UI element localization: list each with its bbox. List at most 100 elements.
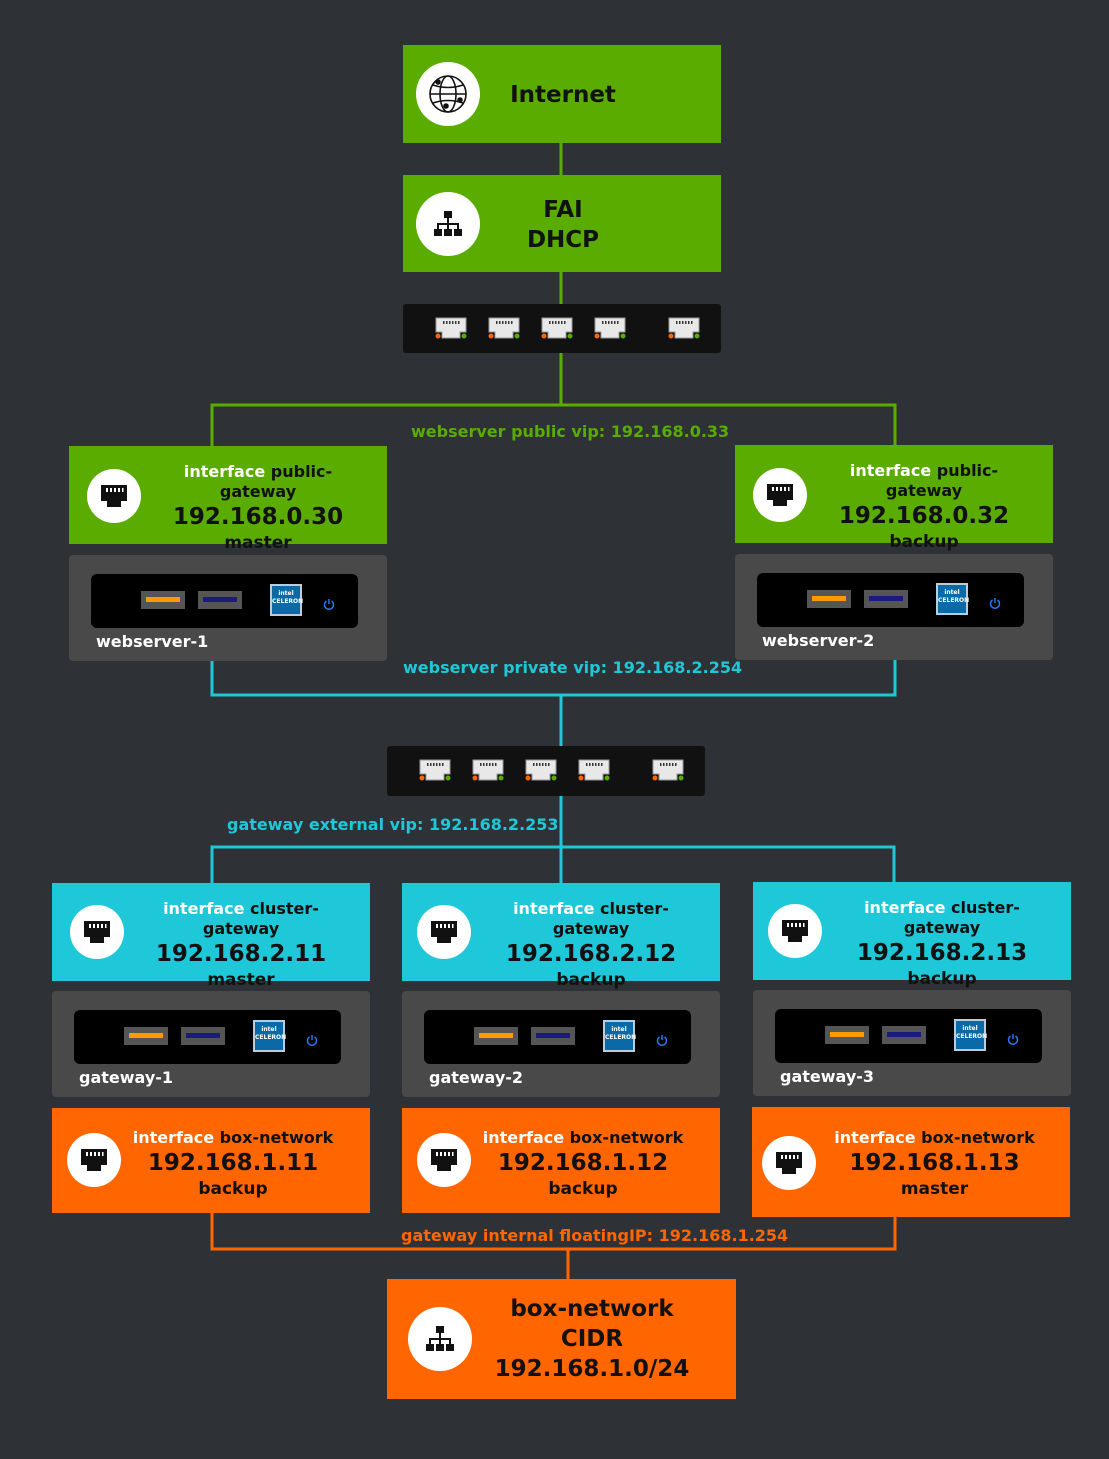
server-front-panel: intel CELERON: [424, 1010, 691, 1064]
ethernet-port-icon: [753, 468, 807, 522]
box-network-node: box-network CIDR 192.168.1.0/24: [387, 1279, 736, 1399]
interface-info: interface box-network 192.168.1.12 backu…: [482, 1128, 684, 1200]
fai-dhcp-node: FAI DHCP: [403, 175, 721, 272]
interface-role: master: [224, 533, 292, 553]
gateway-2-cluster-interface: interface cluster-gateway 192.168.2.12 b…: [402, 883, 720, 990]
network-switch-top: [403, 304, 721, 353]
interface-name: cluster-gateway: [202, 899, 319, 938]
interface-info: interface cluster-gateway 192.168.2.11 m…: [132, 899, 350, 991]
interface-ip: 192.168.2.12: [505, 941, 677, 967]
ethernet-port-icon: [488, 317, 520, 339]
interface-ip: 192.168.1.11: [147, 1150, 319, 1176]
interface-info: interface box-network 192.168.1.13 maste…: [832, 1128, 1037, 1200]
interface-role: master: [900, 1179, 969, 1199]
network-tree-icon: [416, 192, 480, 256]
interface-name: box-network: [219, 1128, 334, 1147]
interface-ip: 192.168.0.32: [838, 503, 1010, 529]
usb-port-blue: [181, 1027, 225, 1045]
gateway-1-box-interface: interface box-network 192.168.1.11 backu…: [52, 1108, 370, 1213]
power-icon: [989, 594, 1001, 609]
intel-celeron-icon: intel CELERON: [936, 583, 969, 615]
globe-icon: [416, 62, 480, 126]
usb-port-orange: [474, 1027, 518, 1045]
internet-label: Internet: [510, 82, 616, 108]
server-front-panel: intel CELERON: [91, 574, 358, 628]
power-icon: [1007, 1030, 1019, 1045]
interface-ip: 192.168.1.12: [497, 1150, 669, 1176]
interface-keyword: interface: [834, 1128, 916, 1147]
network-switch-middle: [387, 746, 705, 796]
fai-line1: FAI: [543, 197, 583, 223]
interface-name: public-gateway: [885, 461, 999, 500]
interface-ip: 192.168.2.13: [856, 940, 1028, 966]
ethernet-port-icon: [768, 904, 822, 958]
interface-keyword: interface: [849, 461, 932, 480]
interface-info: interface public-gateway 192.168.0.30 ma…: [149, 462, 367, 554]
power-icon: [306, 1031, 318, 1046]
ethernet-port-icon: [578, 759, 610, 781]
interface-name: cluster-gateway: [903, 898, 1020, 937]
interface-name: box-network: [921, 1128, 1035, 1147]
interface-ip: 192.168.2.11: [155, 941, 327, 967]
gateway-2-box-interface: interface box-network 192.168.1.12 backu…: [402, 1108, 720, 1213]
internet-node: Internet: [403, 45, 721, 143]
ethernet-port-icon: [70, 905, 124, 959]
interface-info: interface cluster-gateway 192.168.2.13 b…: [833, 898, 1051, 990]
server-name: webserver-1: [96, 632, 209, 651]
ethernet-port-icon: [472, 759, 504, 781]
interface-ip: 192.168.1.13: [849, 1150, 1020, 1176]
server-front-panel: intel CELERON: [74, 1010, 341, 1064]
ethernet-port-icon: [594, 317, 626, 339]
power-icon: [656, 1031, 668, 1046]
interface-info: interface box-network 192.168.1.11 backu…: [132, 1128, 334, 1200]
ethernet-port-icon: [67, 1133, 121, 1187]
server-name: gateway-2: [429, 1068, 524, 1087]
interface-info: interface public-gateway 192.168.0.32 ba…: [815, 461, 1033, 553]
interface-name: cluster-gateway: [552, 899, 669, 938]
gateway-external-vip: gateway external vip: 192.168.2.253: [227, 815, 559, 834]
interface-info: interface cluster-gateway 192.168.2.12 b…: [482, 899, 700, 991]
power-icon: [323, 595, 335, 610]
usb-port-orange: [141, 591, 185, 609]
ethernet-port-icon: [541, 317, 573, 339]
server-name: gateway-1: [79, 1068, 174, 1087]
fai-line2: DHCP: [526, 227, 600, 253]
interface-keyword: interface: [482, 1128, 565, 1147]
usb-port-blue: [882, 1026, 926, 1044]
webserver-public-vip: webserver public vip: 192.168.0.33: [411, 422, 730, 441]
usb-port-orange: [124, 1027, 168, 1045]
interface-ip: 192.168.0.30: [172, 504, 344, 530]
interface-role: backup: [889, 532, 959, 552]
gateway-1-machine: intel CELERON gateway-1: [52, 991, 370, 1097]
server-name: webserver-2: [762, 631, 875, 650]
gateway-3-machine: intel CELERON gateway-3: [753, 990, 1071, 1096]
ethernet-port-icon: [419, 759, 451, 781]
fai-label: FAI DHCP: [498, 195, 628, 255]
gateway-internal-vip: gateway internal floatingIP: 192.168.1.2…: [401, 1226, 789, 1245]
interface-role: backup: [198, 1179, 268, 1199]
usb-port-blue: [198, 591, 242, 609]
webserver-1-interface: interface public-gateway 192.168.0.30 ma…: [69, 446, 387, 553]
interface-keyword: interface: [183, 462, 266, 481]
interface-role: master: [207, 970, 275, 990]
gateway-3-cluster-interface: interface cluster-gateway 192.168.2.13 b…: [753, 882, 1071, 989]
ethernet-port-icon: [417, 1133, 471, 1187]
server-front-panel: intel CELERON: [757, 573, 1024, 627]
interface-role: backup: [556, 970, 626, 990]
ethernet-port-icon: [435, 317, 467, 339]
interface-keyword: interface: [132, 1128, 215, 1147]
ethernet-port-icon: [762, 1136, 816, 1190]
intel-celeron-icon: intel CELERON: [954, 1019, 987, 1051]
interface-role: backup: [907, 969, 977, 989]
interface-name: public-gateway: [219, 462, 333, 501]
server-name: gateway-3: [780, 1067, 875, 1086]
intel-celeron-icon: intel CELERON: [270, 584, 303, 616]
interface-keyword: interface: [513, 899, 595, 918]
gateway-1-cluster-interface: interface cluster-gateway 192.168.2.11 m…: [52, 883, 370, 990]
server-front-panel: intel CELERON: [775, 1009, 1042, 1063]
box-network-cidr-label: CIDR: [560, 1326, 624, 1352]
interface-name: box-network: [569, 1128, 684, 1147]
webserver-2-interface: interface public-gateway 192.168.0.32 ba…: [735, 445, 1053, 552]
intel-celeron-icon: intel CELERON: [603, 1020, 636, 1052]
